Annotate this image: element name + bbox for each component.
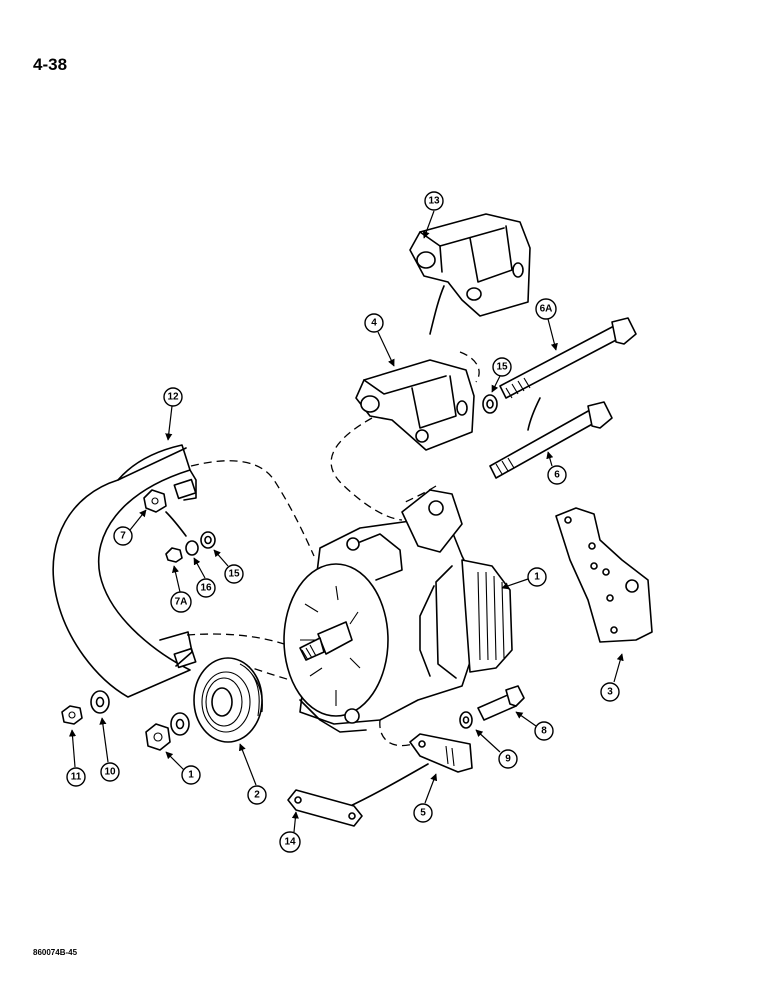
callout-label: 15 [496, 362, 508, 373]
link [287, 789, 363, 827]
callout-3: 3 [600, 653, 624, 702]
fasteners-left [61, 489, 216, 751]
callout-label: 4 [371, 318, 377, 329]
callout-label: 15 [228, 569, 240, 580]
nut-7a [165, 547, 183, 563]
mounting-bracket [355, 359, 475, 451]
callout-15-upper: 15 [491, 357, 512, 393]
callout-8: 8 [515, 711, 554, 741]
callout-5: 5 [413, 773, 438, 823]
callout-16: 16 [193, 557, 216, 598]
callout-label: 7 [120, 531, 126, 542]
callout-label: 6 [554, 470, 560, 481]
callout-15-lower: 15 [213, 549, 244, 584]
page-number: 4-38 [33, 55, 68, 74]
callout-label: 1 [188, 770, 194, 781]
callout-4: 4 [364, 313, 395, 367]
callout-label: 2 [254, 790, 260, 801]
alternator [283, 489, 513, 733]
long-bolt [499, 317, 637, 399]
lock-washer [482, 394, 541, 431]
callout-label: 8 [541, 726, 547, 737]
callout-10: 10 [99, 717, 120, 782]
callout-label: 3 [607, 687, 613, 698]
lock-nut-1 [145, 723, 171, 751]
adjusting-strap [345, 733, 473, 809]
callout-1-nut: 1 [165, 751, 201, 785]
washer-16 [185, 540, 199, 556]
callout-7a: 7A [170, 565, 192, 613]
callout-label: 7A [175, 597, 188, 608]
callout-label: 10 [104, 767, 116, 778]
callout-14: 14 [279, 811, 301, 853]
callout-6: 6 [546, 451, 567, 485]
plate [555, 507, 653, 643]
nut-7 [143, 489, 167, 513]
callout-1-alternator: 1 [501, 567, 547, 590]
callout-label: 1 [534, 572, 540, 583]
callout-6a: 6A [535, 298, 558, 351]
callout-label: 9 [505, 754, 511, 765]
belt-guard [52, 444, 197, 698]
callout-label: 5 [420, 808, 426, 819]
figure-code: 860074B-45 [33, 948, 78, 957]
callout-label: 16 [200, 583, 212, 594]
pulley [193, 657, 263, 743]
upper-bracket [409, 213, 531, 335]
callout-7: 7 [113, 509, 147, 546]
callout-label: 12 [167, 392, 179, 403]
callout-12: 12 [163, 387, 183, 441]
callout-9: 9 [475, 729, 518, 769]
assembly-dashed-lines [186, 351, 480, 747]
callout-label: 14 [284, 837, 296, 848]
lock-nut-11 [61, 705, 83, 725]
callout-13: 13 [422, 191, 444, 239]
callout-2: 2 [239, 743, 267, 805]
callout-label: 11 [71, 772, 82, 783]
callout-label: 6A [540, 304, 553, 315]
cap-screw [459, 685, 525, 729]
short-bolt [489, 401, 613, 479]
callout-11: 11 [66, 729, 86, 787]
callout-label: 13 [428, 196, 440, 207]
